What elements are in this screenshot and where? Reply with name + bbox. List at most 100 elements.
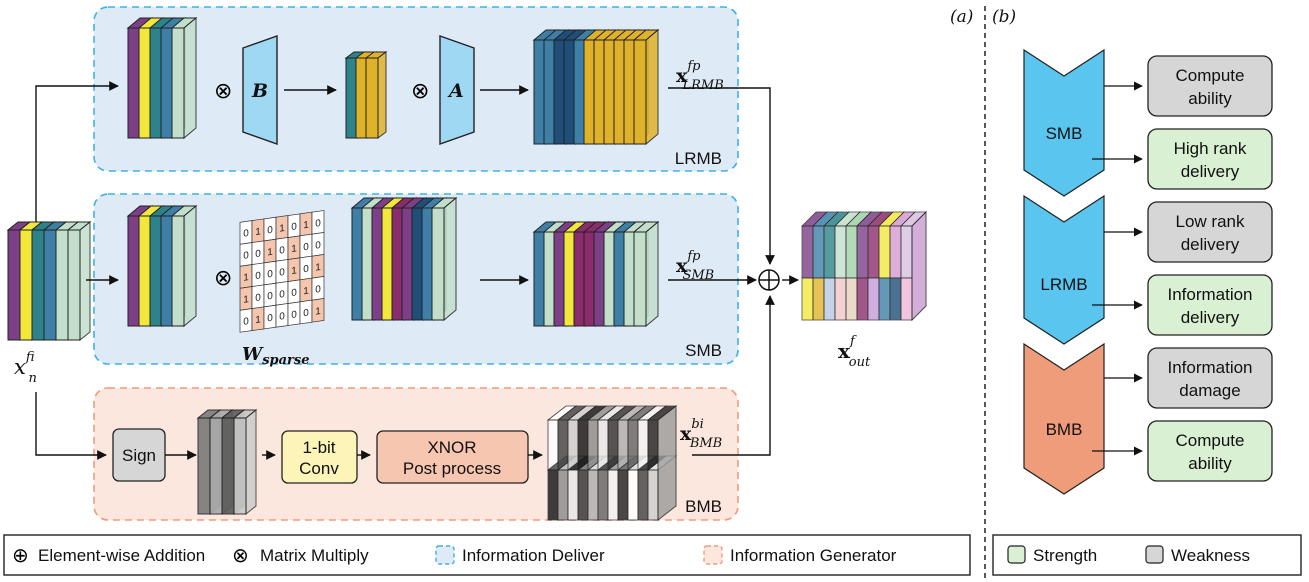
chevron-smb-label: SMB: [1046, 124, 1083, 143]
out-cube-cell-bottom: [889, 277, 902, 321]
legend-deliver-label: Information Deliver: [462, 546, 605, 565]
slab-front: [209, 417, 223, 515]
legend-strength-label: Strength: [1033, 546, 1097, 565]
slab-front: [127, 27, 141, 139]
matrix-cell-value: 0: [291, 287, 297, 299]
matrix-cell-value: 0: [255, 292, 261, 304]
cube-cell: [597, 469, 609, 521]
matrix-cell-value: 0: [279, 289, 285, 301]
otimes-lrmb-1: ⊗: [214, 79, 232, 104]
out-cube-cell-top: [845, 225, 858, 279]
smb-label: SMB: [685, 341, 722, 360]
output-cube: [801, 210, 927, 322]
cube-cell: [597, 419, 609, 471]
arrow-lrmb-to-add: [668, 87, 775, 265]
cube-cell: [557, 469, 569, 521]
cube-cell: [627, 469, 639, 521]
matrix-cell-value: 1: [315, 262, 321, 274]
panel-label-b: (b): [992, 7, 1016, 27]
matrix-cell-value: 0: [243, 228, 249, 240]
matrix-cell-value: 0: [267, 291, 273, 303]
matrix-cell-value: 0: [315, 240, 321, 252]
cube-cell: [587, 469, 599, 521]
cube-cell: [587, 419, 599, 471]
cube-cell: [627, 419, 639, 471]
one-bit-conv-line2: Conv: [299, 459, 339, 478]
slab-front: [127, 215, 141, 327]
matrix-cell-value: 1: [243, 272, 249, 284]
out-cube-cell-bottom: [801, 277, 814, 321]
xnor-line2: Post process: [403, 459, 501, 478]
matrix-b-label: B: [251, 80, 268, 102]
cube-cell: [547, 469, 559, 521]
matrix-cell-value: 0: [243, 250, 249, 262]
slab-front: [149, 27, 163, 139]
slab-side: [183, 16, 197, 140]
panel-b-item-box: [1147, 420, 1273, 482]
panel-b-item-line1: Compute: [1176, 431, 1245, 450]
legend-weakness-label: Weakness: [1171, 546, 1250, 565]
matrix-cell-value: 0: [243, 316, 249, 328]
legend-mul-label: Matrix Multiply: [260, 546, 369, 565]
slab-front: [43, 229, 57, 341]
smb-input-stack: [126, 204, 198, 328]
out-cube-cell-top: [867, 225, 880, 279]
out-cube-cell-top: [812, 225, 825, 279]
panel-b-item-line1: Compute: [1176, 66, 1245, 85]
panel-b-item-line2: delivery: [1181, 162, 1240, 181]
slab-front: [633, 39, 647, 145]
matrix-cell-value: 0: [279, 311, 285, 323]
slab-side: [79, 220, 91, 342]
slab-front: [55, 229, 69, 341]
cube-side: [657, 404, 677, 522]
out-cube-cell-bottom: [834, 277, 847, 321]
matrix-a-trapezoid: [439, 35, 475, 145]
out-cube-cell-bottom: [856, 277, 869, 321]
connectors: [35, 81, 799, 460]
matrix-cell-value: 0: [315, 218, 321, 230]
slab-front: [160, 215, 174, 327]
matrix-cell-value: 1: [255, 314, 261, 326]
chevron-lrmb-label: LRMB: [1040, 275, 1087, 294]
matrix-cell-value: 1: [303, 286, 309, 298]
legend-generator-swatch: [703, 545, 723, 565]
out-cube-cell-top: [823, 225, 836, 279]
matrix-cell-value: 0: [267, 269, 273, 281]
panel-b-item-line2: ability: [1188, 89, 1232, 108]
cube-cell: [567, 469, 579, 521]
slab-front: [138, 215, 152, 327]
panel-b-item-line2: ability: [1188, 454, 1232, 473]
slab-front: [149, 215, 163, 327]
out-cube-cell-bottom: [812, 277, 825, 321]
out-cube-cell-bottom: [823, 277, 836, 321]
matrix-cell-value: 1: [303, 220, 309, 232]
out-cube-cell-top: [801, 225, 814, 279]
matrix-cell-value: 0: [267, 313, 273, 325]
matrix-cell-value: 1: [279, 223, 285, 235]
slab-front: [19, 229, 33, 341]
panel-b-item-box: [1147, 128, 1273, 190]
one-bit-conv-line1: 1-bit: [302, 438, 335, 457]
sparse-weight-label: Wsparse: [242, 344, 310, 368]
out-cube-cell-bottom: [845, 277, 858, 321]
arrow-input-to-lrmb: [35, 81, 119, 222]
legend-mul-symbol: ⊗: [232, 543, 249, 567]
panel-b-item-box: [1147, 347, 1273, 409]
xnor-box: [376, 430, 529, 484]
slab-front: [365, 57, 379, 139]
arrow-input-to-bmb: [35, 392, 107, 460]
out-cube-cell-top: [878, 225, 891, 279]
slab-front: [633, 231, 647, 327]
cube-cell: [577, 419, 589, 471]
matrix-b-trapezoid: [242, 35, 278, 145]
legend-weakness-swatch: [1145, 545, 1164, 564]
panel-b-item-line1: Low rank: [1176, 212, 1245, 231]
out-cube-cell-bottom: [900, 277, 913, 321]
slab-front: [221, 417, 235, 515]
